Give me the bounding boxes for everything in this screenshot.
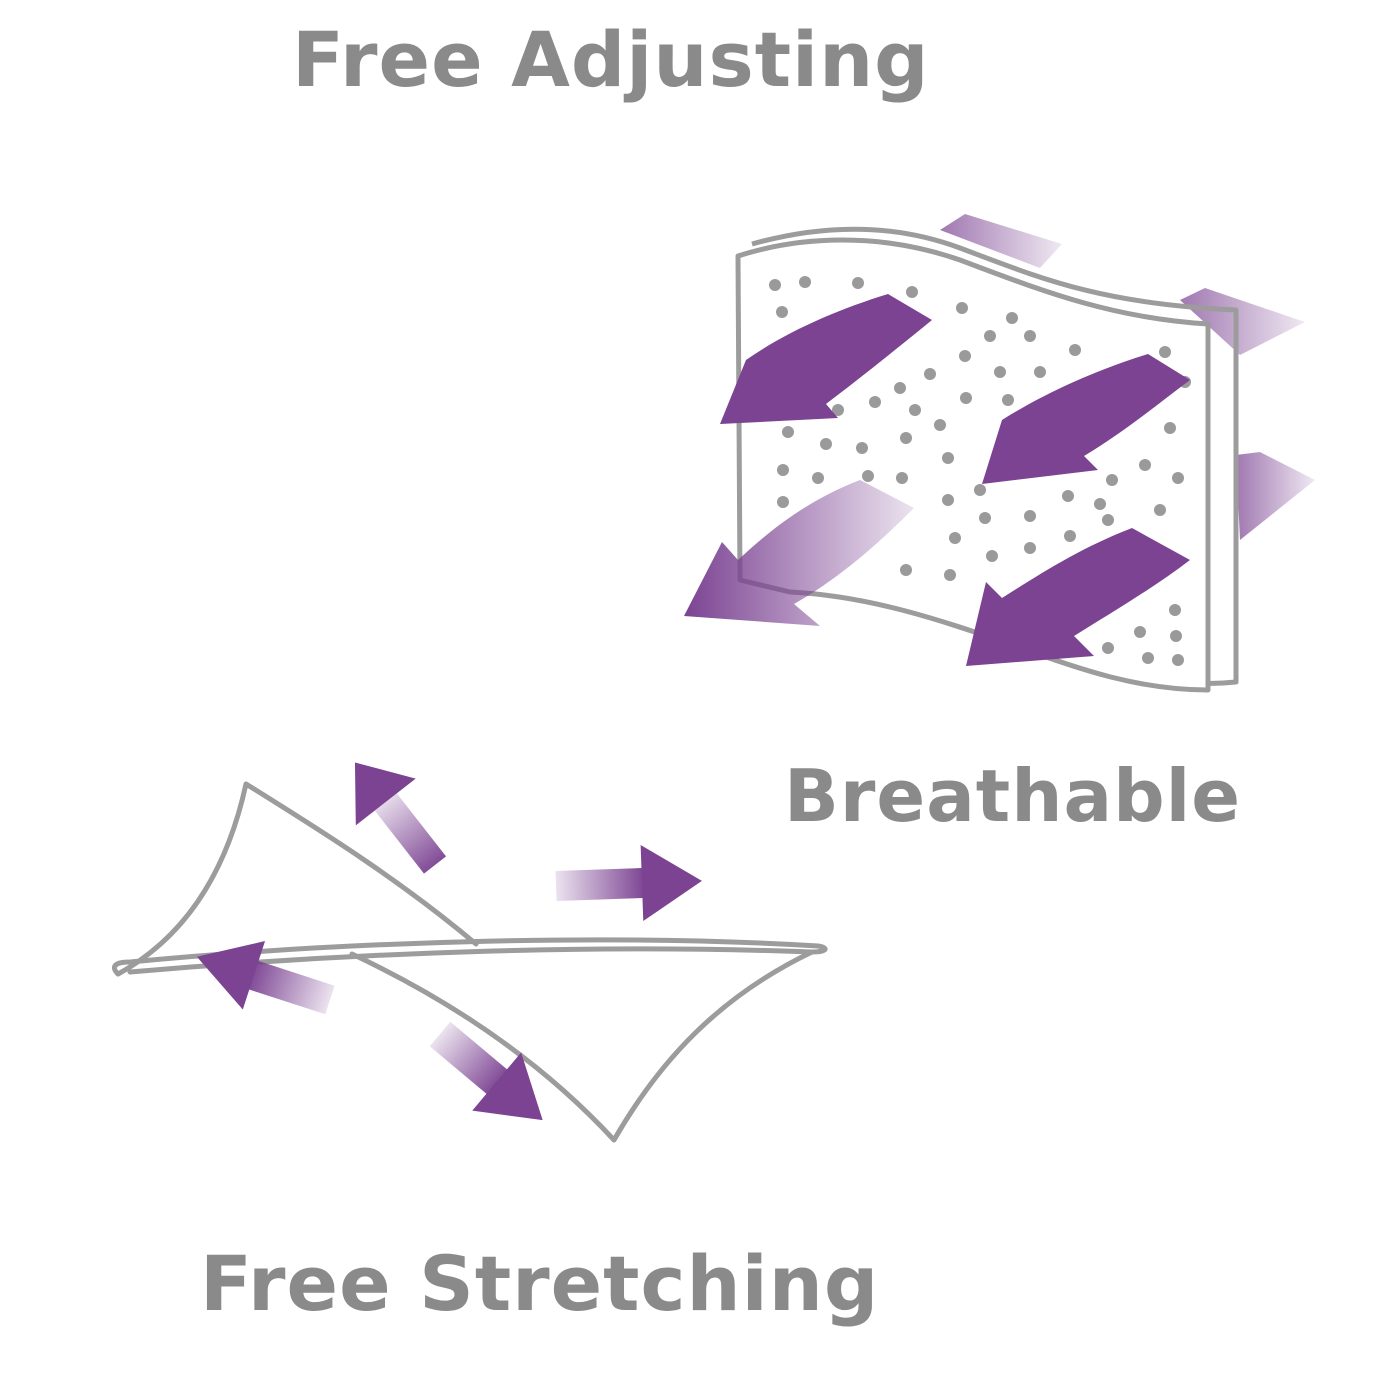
perforation-dots — [769, 276, 1191, 666]
free-stretching-label: Free Stretching — [200, 1239, 880, 1328]
airflow-fin-right-upper — [1180, 288, 1305, 355]
fabric-middle-edge — [112, 937, 828, 977]
airflow-arrow-2 — [982, 354, 1190, 484]
airflow-arrow-3 — [684, 480, 914, 626]
stretch-arrow-down-right — [429, 1021, 543, 1121]
stretch-arrow-left — [196, 941, 335, 1015]
stretch-arrow-up-left — [354, 762, 447, 874]
airflow-fin-top — [940, 214, 1062, 268]
fabric-lower-flap — [349, 949, 815, 1143]
fabric-upper-flap — [115, 781, 479, 977]
airflow-arrow-4 — [966, 528, 1190, 666]
stretch-arrow-right — [555, 845, 702, 921]
stretching-fabric-icon — [112, 762, 828, 1143]
airflow-fin-right-lower — [1236, 452, 1315, 540]
breathable-fabric-icon — [684, 214, 1315, 693]
free-adjusting-label: Free Adjusting — [292, 15, 930, 104]
breathable-label: Breathable — [784, 754, 1242, 838]
airflow-arrow-1 — [720, 294, 932, 424]
